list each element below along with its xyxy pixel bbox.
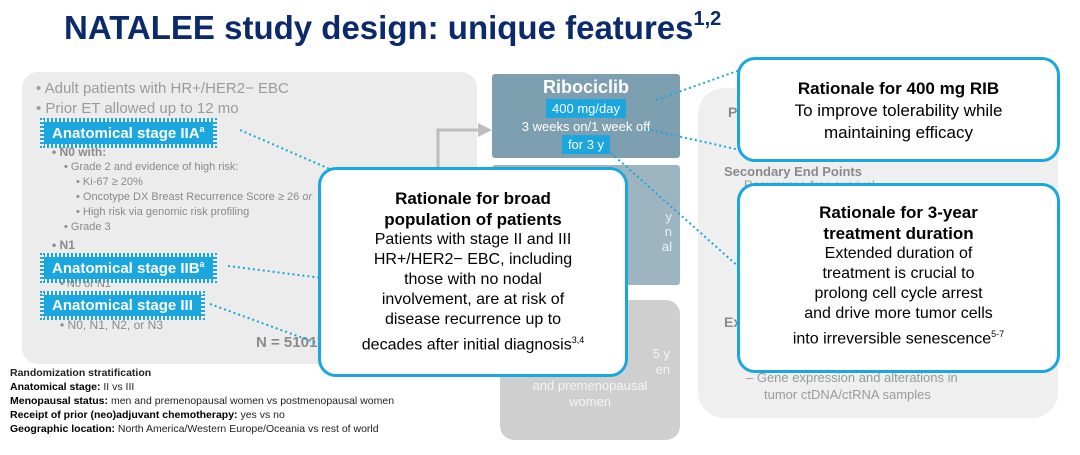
- gene-expression-item: – Gene expression and alterations in: [746, 370, 958, 385]
- ribociclib-duration: for 3 y: [561, 135, 611, 154]
- eligibility-item: • Adult patients with HR+/HER2− EBC: [36, 80, 289, 97]
- eligibility-item: • Prior ET allowed up to 12 mo: [36, 100, 239, 117]
- stratification-row: Menopausal status: men and premenopausal…: [10, 395, 395, 407]
- callout-heading: Rationale for 400 mg RIB: [797, 79, 1000, 98]
- callout-400mg-rationale: Rationale for 400 mg RIB To improve tole…: [737, 57, 1060, 162]
- arm-bot-text: 5 y: [652, 346, 670, 361]
- flow-arrow-line: [436, 128, 480, 175]
- randomization-stratification: Randomization stratification Anatomical …: [10, 366, 394, 436]
- arm-mid-text: al: [661, 239, 672, 254]
- connector-iia: [239, 129, 356, 181]
- exploratory-endpoint-letter: Ex: [724, 314, 742, 330]
- callout-heading: Rationale for broad: [395, 189, 551, 208]
- connector-schedule: [645, 128, 741, 151]
- secondary-endpoints-label: Secondary End Points: [724, 164, 862, 179]
- n1-label: • N1: [52, 238, 75, 252]
- arm-mid-text: n: [664, 224, 672, 239]
- callout-broad-population: Rationale for broad population of patien…: [318, 167, 628, 377]
- stage-iia-badge: Anatomical stage IIAa: [40, 118, 217, 148]
- callout-line: involvement, are at risk of: [381, 291, 565, 308]
- callout-line: disease recurrence up to: [384, 311, 562, 328]
- arm-bot-text: and premenopausal: [532, 378, 648, 393]
- callout-heading: treatment duration: [823, 224, 974, 243]
- stratification-row: Receipt of prior (neo)adjuvant chemother…: [10, 409, 285, 421]
- page-title: NATALEE study design: unique features1,2: [64, 8, 722, 46]
- callout-line: maintaining efficacy: [824, 123, 973, 142]
- connector-iii: [209, 303, 323, 346]
- grade3-item: • Grade 3: [64, 221, 111, 233]
- callout-line: Patients with stage II and III: [374, 231, 572, 248]
- arm-mid-text: y: [665, 209, 673, 224]
- callout-3year-rationale: Rationale for 3-year treatment duration …: [737, 183, 1060, 373]
- ribociclib-name: Ribociclib: [542, 77, 629, 97]
- ribociclib-dose: 400 mg/day: [546, 99, 626, 118]
- stage-iii-n-item: • N0, N1, N2, or N3: [60, 318, 163, 332]
- callout-line: into irreversible senescence5-7: [792, 329, 1005, 348]
- connector-iib: [227, 265, 323, 279]
- callout-line: those with no nodal: [404, 271, 542, 288]
- stratification-title: Randomization stratification: [10, 367, 152, 379]
- oncotype-item: • Oncotype DX Breast Recurrence Score ≥ …: [76, 191, 313, 203]
- callout-line: To improve tolerability while: [794, 101, 1003, 120]
- callout-heading: population of patients: [384, 210, 562, 229]
- ki67-item: • Ki-67 ≥ 20%: [76, 176, 143, 188]
- flow-arrow-head: [478, 123, 492, 137]
- callout-heading: Rationale for 3-year: [819, 203, 978, 222]
- arm-bot-text: en: [655, 362, 670, 377]
- ribociclib-schedule: 3 weeks on/1 week off: [521, 119, 651, 134]
- callout-line: HR+/HER2− EBC, including: [373, 251, 573, 268]
- stage-iib-badge: Anatomical stage IIBa: [40, 253, 217, 283]
- stratification-row: Anatomical stage: II vs III: [10, 381, 135, 393]
- ribociclib-arm: Ribociclib 400 mg/day 3 weeks on/1 week …: [492, 74, 680, 158]
- callout-line: and drive more tumor cells: [804, 305, 993, 322]
- callout-line: Extended duration of: [824, 245, 973, 262]
- callout-line: treatment is crucial to: [822, 265, 975, 282]
- stage-iii-badge: Anatomical stage III: [40, 291, 205, 320]
- stratification-row: Geographic location: North America/Weste…: [10, 423, 379, 435]
- connector-dose: [655, 69, 741, 101]
- gene-expression-item-cont: tumor ctDNA/ctRNA samples: [764, 387, 931, 402]
- grade2-item: • Grade 2 and evidence of high risk:: [64, 161, 239, 173]
- arm-bot-text: women: [569, 394, 611, 409]
- n0-with-label: • N0 with:: [52, 145, 107, 159]
- n0-or-n1-item: • N0 or N1: [60, 278, 111, 290]
- primary-endpoint-letter: P: [728, 104, 738, 120]
- genomic-item: • High risk via genomic risk profiling: [76, 206, 250, 218]
- callout-line: prolong cell cycle arrest: [814, 285, 983, 302]
- callout-line: decades after initial diagnosis3,4: [361, 335, 585, 354]
- connector-duration: [610, 152, 741, 269]
